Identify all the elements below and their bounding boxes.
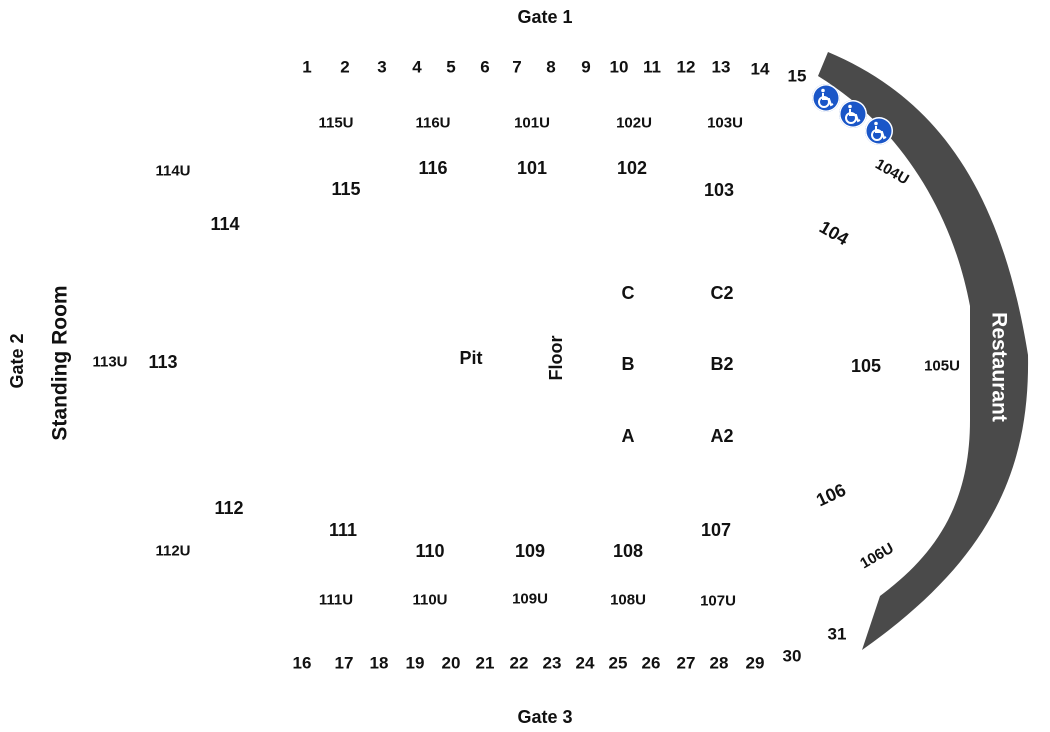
door-30: 30 <box>782 646 802 666</box>
door-9: 9 <box>581 57 591 77</box>
section-111[interactable]: 111 <box>328 520 358 540</box>
section-108U[interactable]: 108U <box>610 591 646 609</box>
gate-1-label: Gate 1 <box>517 7 573 27</box>
section-114U[interactable]: 114U <box>155 162 191 180</box>
section-109[interactable]: 109 <box>514 541 546 561</box>
section-103[interactable]: 103 <box>703 180 735 200</box>
wheelchair-icon <box>865 117 893 145</box>
block-A2[interactable]: A2 <box>710 426 734 446</box>
door-19: 19 <box>405 653 425 673</box>
door-4: 4 <box>412 57 422 77</box>
section-115[interactable]: 115 <box>331 179 361 199</box>
section-101U[interactable]: 101U <box>514 114 550 132</box>
block-A[interactable]: A <box>621 426 635 446</box>
wheelchair-icon <box>839 100 867 128</box>
gate-3-label: Gate 3 <box>517 707 573 727</box>
door-12: 12 <box>676 57 696 77</box>
door-2: 2 <box>340 57 350 77</box>
floor-label[interactable]: Floor <box>546 335 566 381</box>
door-25: 25 <box>608 653 628 673</box>
door-20: 20 <box>441 653 461 673</box>
door-21: 21 <box>475 653 495 673</box>
section-112[interactable]: 112 <box>214 498 244 518</box>
pit-label[interactable]: Pit <box>459 348 483 368</box>
door-13: 13 <box>711 57 731 77</box>
door-6: 6 <box>480 57 490 77</box>
section-102U[interactable]: 102U <box>616 114 652 132</box>
section-110U[interactable]: 110U <box>412 591 448 609</box>
section-105U[interactable]: 105U <box>924 357 960 375</box>
door-23: 23 <box>542 653 562 673</box>
door-24: 24 <box>575 653 595 673</box>
section-107[interactable]: 107 <box>700 520 732 540</box>
door-29: 29 <box>745 653 765 673</box>
door-3: 3 <box>377 57 387 77</box>
door-22: 22 <box>509 653 529 673</box>
door-28: 28 <box>709 653 729 673</box>
section-105[interactable]: 105 <box>850 356 882 376</box>
section-111U[interactable]: 111U <box>318 591 354 609</box>
door-15: 15 <box>787 66 807 86</box>
section-113U[interactable]: 113U <box>92 353 128 371</box>
section-114[interactable]: 114 <box>210 214 240 234</box>
door-5: 5 <box>446 57 456 77</box>
door-27: 27 <box>676 653 696 673</box>
door-1: 1 <box>302 57 312 77</box>
restaurant-arc[interactable] <box>818 52 1029 650</box>
section-113[interactable]: 113 <box>148 352 178 372</box>
door-7: 7 <box>512 57 522 77</box>
door-17: 17 <box>334 653 354 673</box>
section-116U[interactable]: 116U <box>415 114 451 132</box>
section-115U[interactable]: 115U <box>318 114 354 132</box>
block-B2[interactable]: B2 <box>710 354 734 374</box>
door-18: 18 <box>369 653 389 673</box>
section-116[interactable]: 116 <box>418 158 448 178</box>
door-31: 31 <box>827 624 847 644</box>
section-103U[interactable]: 103U <box>707 114 743 132</box>
section-110[interactable]: 110 <box>415 541 445 561</box>
restaurant-label: Restaurant <box>987 312 1011 422</box>
section-109U[interactable]: 109U <box>512 590 548 608</box>
door-16: 16 <box>292 653 312 673</box>
standing-room-label[interactable]: Standing Room <box>48 285 72 441</box>
door-10: 10 <box>609 57 629 77</box>
wheelchair-icon <box>812 84 840 112</box>
section-112U[interactable]: 112U <box>155 542 191 560</box>
section-107U[interactable]: 107U <box>700 592 736 610</box>
block-B[interactable]: B <box>621 354 635 374</box>
section-102[interactable]: 102 <box>616 158 648 178</box>
block-C2[interactable]: C2 <box>710 283 734 303</box>
door-8: 8 <box>546 57 556 77</box>
block-C[interactable]: C <box>621 283 635 303</box>
door-14: 14 <box>750 59 770 79</box>
door-11: 11 <box>643 57 661 77</box>
gate-2-label: Gate 2 <box>7 333 27 389</box>
section-108[interactable]: 108 <box>612 541 644 561</box>
section-101[interactable]: 101 <box>516 158 548 178</box>
door-26: 26 <box>641 653 661 673</box>
